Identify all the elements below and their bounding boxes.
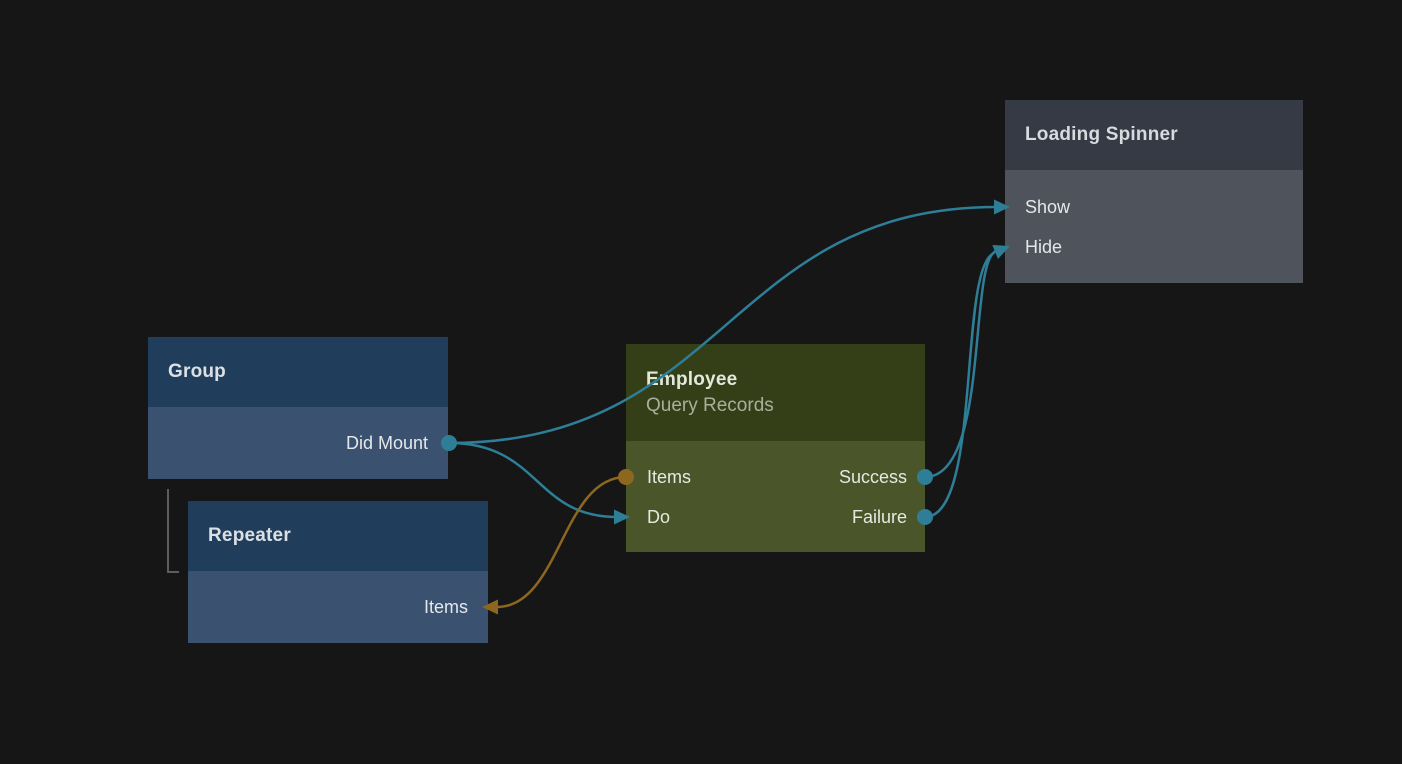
wire-group-did-mount-to-loading_spinner-show[interactable] bbox=[448, 205, 998, 445]
port-repeater-items-label: Items bbox=[423, 596, 468, 617]
node-spinner-body: Show Hide bbox=[1005, 170, 1303, 283]
wire-employee-success-to-loading_spinner-hide[interactable] bbox=[924, 249, 997, 479]
wire-group-did-mount-to-employee-do[interactable] bbox=[448, 441, 618, 519]
wire-employee-items-to-repeater-items[interactable] bbox=[496, 475, 627, 609]
port-employee-do-label: Do bbox=[647, 506, 671, 527]
port-employee-failure-label: Failure bbox=[851, 506, 907, 527]
node-employee-body: Items Success Do Failure bbox=[626, 441, 925, 552]
node-repeater-header[interactable]: Repeater bbox=[188, 501, 488, 571]
node-repeater-title: Repeater bbox=[208, 525, 291, 546]
port-did-mount-label: Did Mount bbox=[345, 432, 428, 453]
port-spinner-show-label: Show bbox=[1025, 196, 1071, 217]
node-employee-header[interactable]: Employee Query Records bbox=[626, 344, 925, 441]
port-row-items-success[interactable]: Items Success bbox=[626, 457, 925, 497]
node-spinner-title: Loading Spinner bbox=[1025, 124, 1178, 145]
node-spinner-header[interactable]: Loading Spinner bbox=[1005, 100, 1303, 170]
hierarchy-connector bbox=[167, 489, 179, 573]
node-group-header[interactable]: Group bbox=[148, 337, 448, 407]
node-employee-query-records[interactable]: Employee Query Records Items Success Do … bbox=[626, 344, 925, 552]
node-group-title: Group bbox=[168, 361, 226, 382]
port-employee-items-label: Items bbox=[647, 466, 692, 487]
port-row-do-failure[interactable]: Do Failure bbox=[626, 497, 925, 537]
input-port-arrow-employee-do[interactable] bbox=[614, 509, 630, 525]
output-port-dot-employee-items[interactable] bbox=[618, 469, 634, 485]
output-port-dot-employee-success[interactable] bbox=[917, 469, 933, 485]
node-group[interactable]: Group Did Mount bbox=[148, 337, 448, 479]
node-repeater-body: Items bbox=[188, 571, 488, 643]
output-port-dot-group-did-mount[interactable] bbox=[441, 435, 457, 451]
node-repeater[interactable]: Repeater Items bbox=[188, 501, 488, 643]
node-group-body: Did Mount bbox=[148, 407, 448, 479]
port-spinner-show-row[interactable]: Show bbox=[1005, 187, 1303, 227]
input-port-arrow-loading_spinner-hide[interactable] bbox=[992, 239, 1012, 259]
port-spinner-hide-label: Hide bbox=[1025, 236, 1063, 257]
node-employee-title: Employee bbox=[646, 368, 738, 390]
node-loading-spinner[interactable]: Loading Spinner Show Hide bbox=[1005, 100, 1303, 283]
port-spinner-hide-row[interactable]: Hide bbox=[1005, 227, 1303, 267]
output-port-dot-employee-failure[interactable] bbox=[917, 509, 933, 525]
wire-employee-failure-to-loading_spinner-hide[interactable] bbox=[924, 251, 995, 519]
port-employee-success-label: Success bbox=[838, 466, 907, 487]
node-employee-subtitle: Query Records bbox=[646, 394, 774, 416]
input-port-arrow-loading_spinner-show[interactable] bbox=[994, 199, 1010, 215]
input-port-arrow-repeater-items[interactable] bbox=[482, 599, 498, 615]
